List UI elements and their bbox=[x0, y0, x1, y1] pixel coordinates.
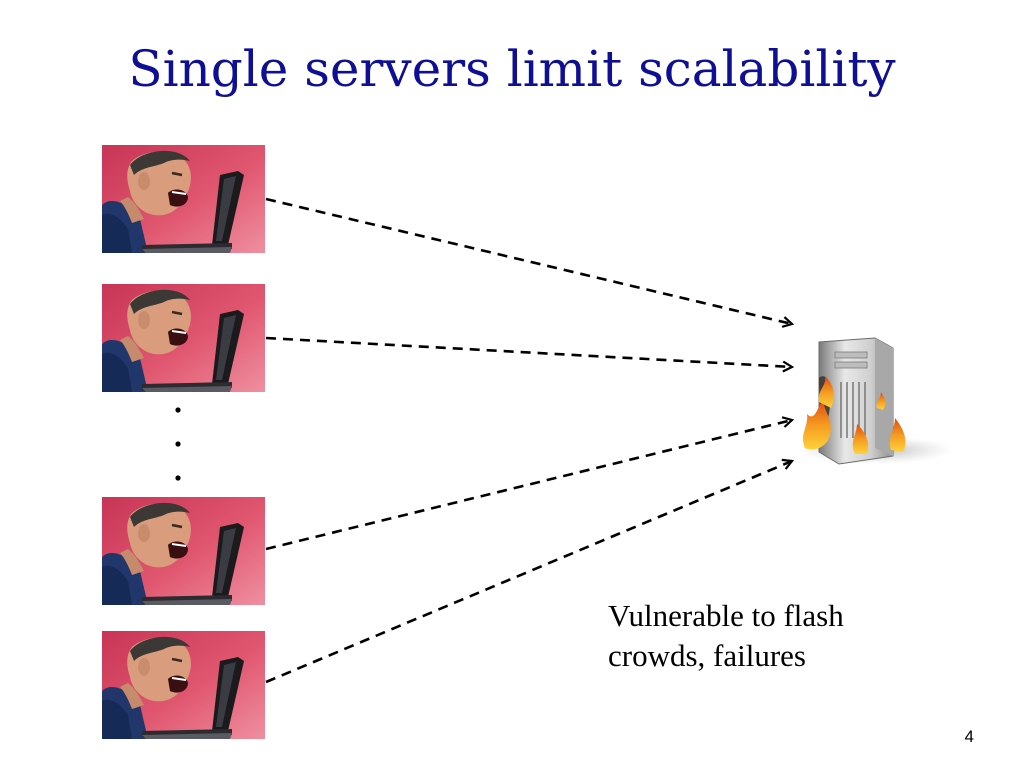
angry-user-at-laptop-icon bbox=[100, 629, 267, 741]
slide-title: Single servers limit scalability bbox=[128, 40, 896, 98]
client-4 bbox=[100, 629, 267, 741]
server bbox=[796, 337, 954, 465]
angry-user-at-laptop-icon bbox=[100, 282, 267, 394]
angry-user-at-laptop-icon bbox=[100, 495, 267, 607]
client-3 bbox=[100, 495, 267, 607]
client-1 bbox=[100, 143, 267, 255]
caption-line-1: Vulnerable to flash bbox=[608, 598, 844, 633]
vertical-ellipsis-icon bbox=[175, 407, 181, 481]
edge-client-1-to-server bbox=[265, 197, 792, 324]
caption-line-2: crowds, failures bbox=[608, 638, 806, 673]
edge-client-3-to-server bbox=[265, 420, 792, 551]
angry-user-at-laptop-icon bbox=[100, 143, 267, 255]
caption: Vulnerable to flash crowds, failures bbox=[608, 596, 928, 676]
edge-client-2-to-server bbox=[265, 336, 792, 367]
page-number: 4 bbox=[964, 727, 974, 746]
burning-server-icon bbox=[796, 337, 954, 465]
client-2 bbox=[100, 282, 267, 394]
